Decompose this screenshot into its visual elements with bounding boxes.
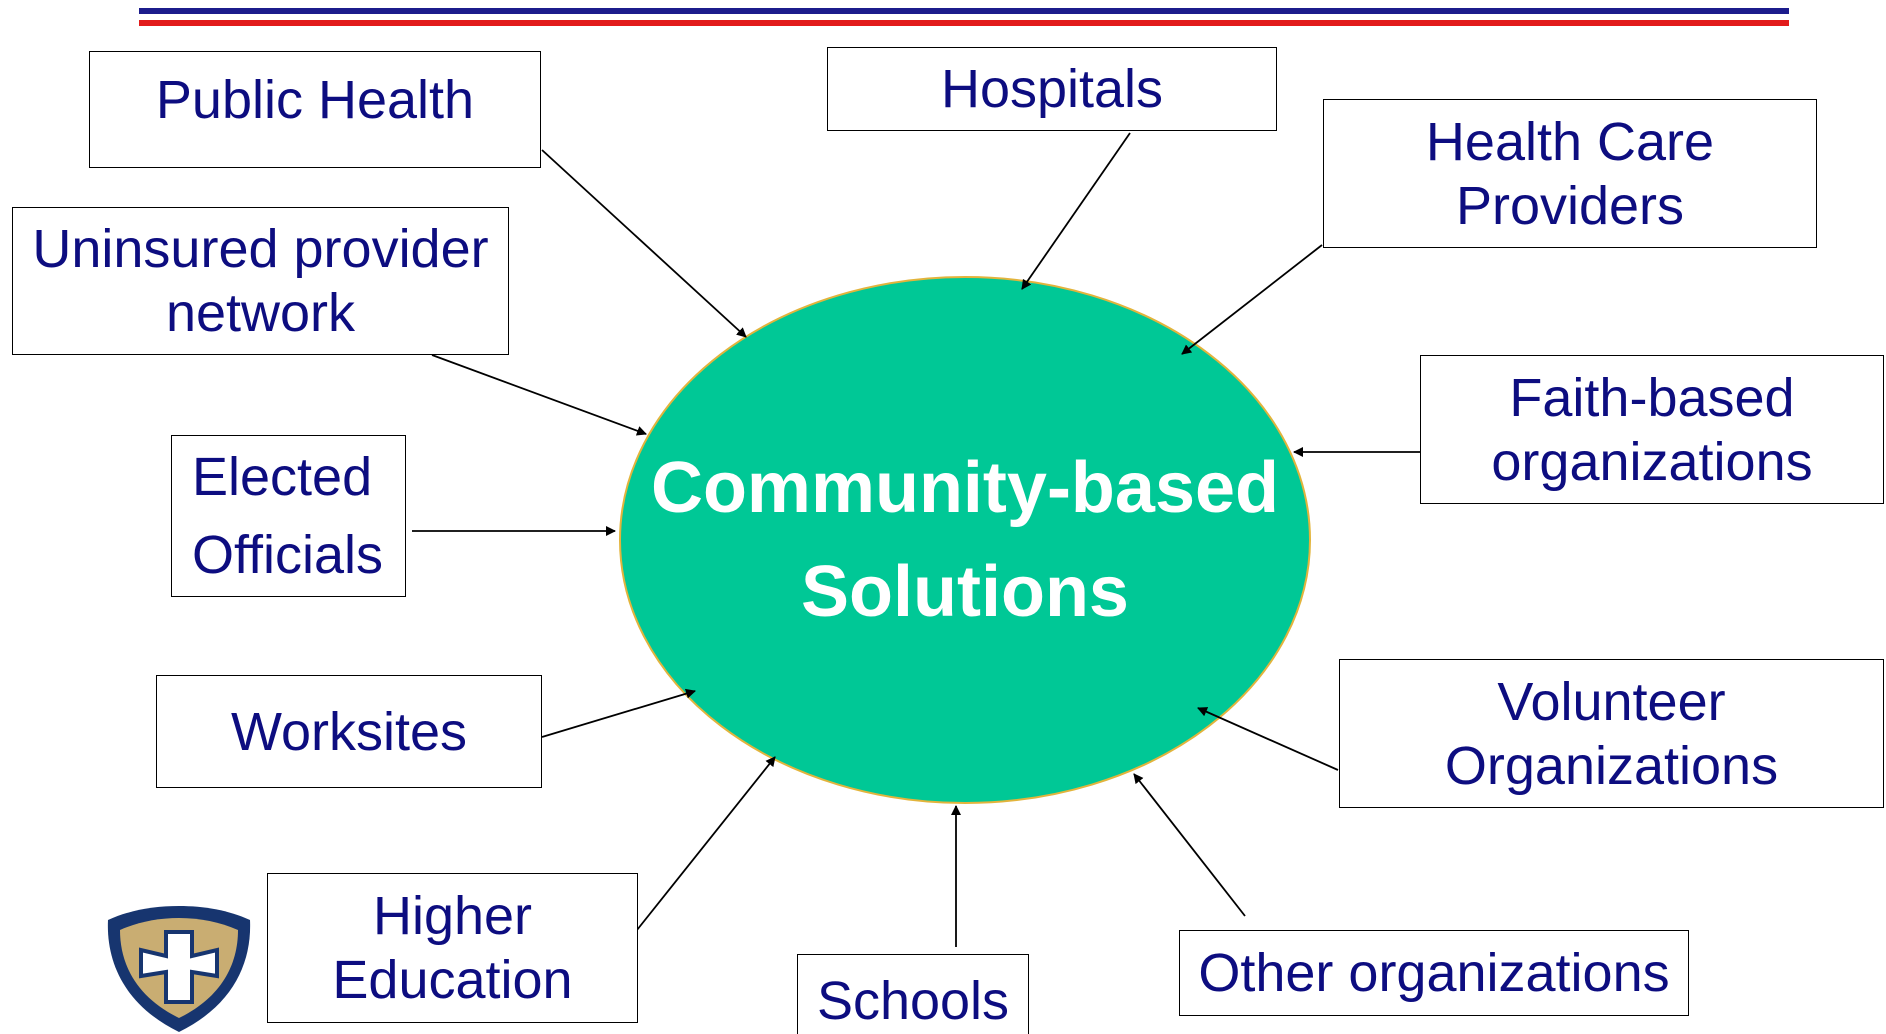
box-health-care-providers: Health Care Providers xyxy=(1323,99,1817,248)
box-uninsured-provider-network: Uninsured provider network xyxy=(12,207,509,355)
box-higher-education: Higher Education xyxy=(267,873,638,1023)
arrow-worksites xyxy=(541,688,696,738)
box-schools: Schools xyxy=(797,954,1029,1034)
shield-cross-icon xyxy=(107,906,251,1032)
header-rule-blue xyxy=(139,8,1789,14)
arrow-hospitals xyxy=(1021,132,1131,290)
box-hospitals: Hospitals xyxy=(827,47,1277,131)
arrow-public-health xyxy=(541,149,747,338)
box-other-organizations: Other organizations xyxy=(1179,930,1689,1016)
box-worksites: Worksites xyxy=(156,675,542,788)
header-rule-red xyxy=(139,20,1789,26)
arrow-other xyxy=(1133,773,1246,917)
arrow-health-care-providers xyxy=(1181,244,1323,355)
box-public-health: Public Health xyxy=(89,51,541,168)
box-volunteer-organizations: Volunteer Organizations xyxy=(1339,659,1884,808)
arrow-uninsured-provider-network xyxy=(431,354,647,436)
center-label: Community-based Solutions xyxy=(650,448,1280,632)
arrow-higher-education xyxy=(636,756,776,931)
box-elected-officials: Elected Officials xyxy=(171,435,406,597)
arrow-volunteer xyxy=(1197,707,1339,771)
box-faith-based-organizations: Faith-based organizations xyxy=(1420,355,1884,504)
center-ellipse xyxy=(619,276,1311,804)
